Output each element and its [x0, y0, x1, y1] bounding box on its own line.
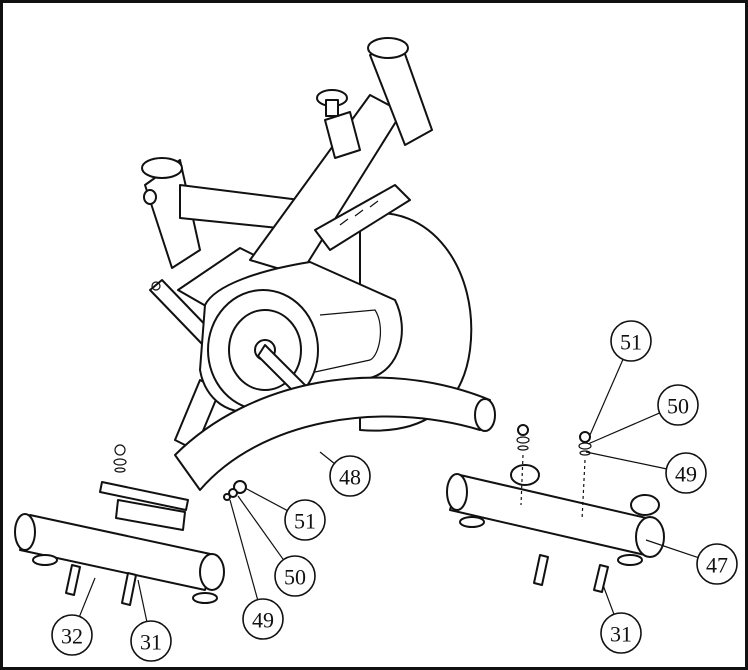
callout-label: 51 — [620, 330, 642, 355]
flywheel — [359, 212, 473, 432]
rear-base-tube — [14, 513, 225, 606]
right-hardware — [516, 424, 592, 521]
leader-line — [244, 487, 288, 512]
callout-label: 49 — [252, 608, 274, 633]
callout-49-c49b: 49 — [229, 499, 284, 640]
leader-line — [602, 584, 615, 615]
callout-48-c48: 48 — [319, 451, 371, 497]
callout-circle — [610, 320, 652, 362]
callout-circle — [665, 452, 707, 494]
leader-line — [319, 451, 335, 464]
stabilizer-tube — [446, 464, 665, 593]
leader-line — [587, 412, 660, 445]
callout-circle — [274, 555, 316, 597]
callout-31-c31b: 31 — [600, 584, 642, 654]
callout-circle — [329, 455, 371, 497]
callout-label: 51 — [294, 509, 316, 534]
callout-label: 49 — [675, 462, 697, 487]
callout-47-c47: 47 — [645, 539, 738, 585]
chain-guard — [199, 261, 403, 413]
callout-50-c50b: 50 — [237, 495, 316, 597]
callout-32-c32: 32 — [51, 577, 96, 656]
callout-label: 31 — [140, 630, 162, 655]
callout-label: 47 — [706, 553, 728, 578]
callout-circle — [696, 543, 738, 585]
callout-circle — [657, 384, 699, 426]
callout-circle — [242, 598, 284, 640]
callout-circle — [284, 499, 326, 541]
callout-label: 32 — [61, 624, 83, 649]
leader-line — [78, 577, 96, 617]
leader-line — [585, 451, 667, 470]
callout-label: 50 — [284, 565, 306, 590]
callout-circle — [130, 620, 172, 662]
left-bracket — [99, 444, 189, 531]
left-hardware — [223, 480, 247, 501]
leader-line — [237, 495, 284, 561]
leader-line — [645, 539, 699, 559]
callout-51-c51a: 51 — [589, 320, 652, 436]
callout-49-c49a: 49 — [585, 451, 707, 494]
callout-circle — [600, 612, 642, 654]
callout-51-c51b: 51 — [244, 487, 326, 541]
leader-line — [589, 359, 624, 436]
leader-line — [137, 579, 148, 622]
frame-body — [141, 37, 433, 451]
callout-layer: 51 50 49 47 31 48 51 50 49 32 31 — [51, 320, 738, 662]
callout-31-c31a: 31 — [130, 579, 172, 662]
callout-label: 31 — [610, 622, 632, 647]
front-base-tube — [174, 376, 496, 491]
callout-50-c50a: 50 — [587, 384, 699, 445]
callout-circle — [51, 614, 93, 656]
callout-label: 50 — [667, 394, 689, 419]
leader-line — [229, 499, 259, 600]
callout-label: 48 — [339, 465, 361, 490]
